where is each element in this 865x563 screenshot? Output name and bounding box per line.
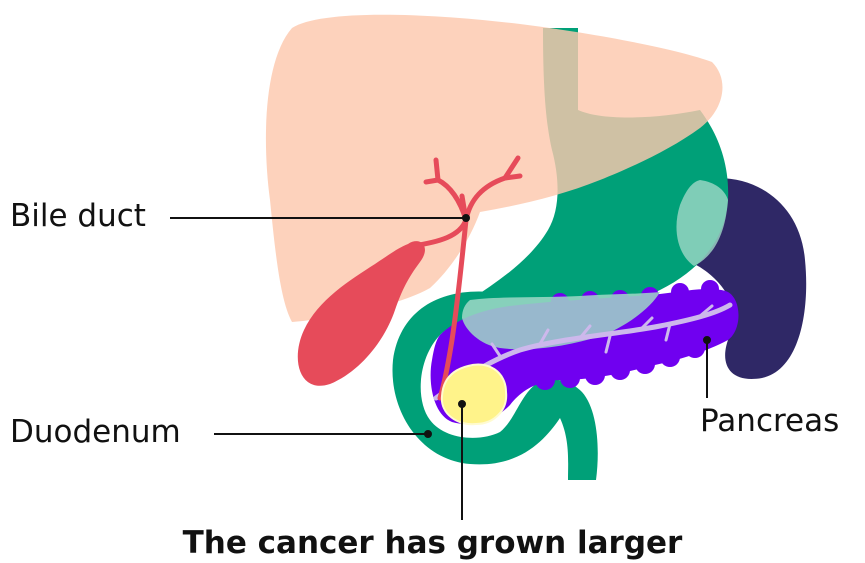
- tumour: [442, 364, 506, 424]
- bile-duct-label: Bile duct: [10, 201, 146, 232]
- duodenum-leader-dot: [425, 431, 431, 437]
- pancreas-label: Pancreas: [700, 406, 839, 437]
- duodenum-label: Duodenum: [10, 417, 181, 448]
- bile-duct-leader-dot: [463, 215, 469, 221]
- tumour-leader-dot: [459, 401, 465, 407]
- pancreas-leader-dot: [704, 337, 710, 343]
- caption: The cancer has grown larger: [0, 528, 865, 559]
